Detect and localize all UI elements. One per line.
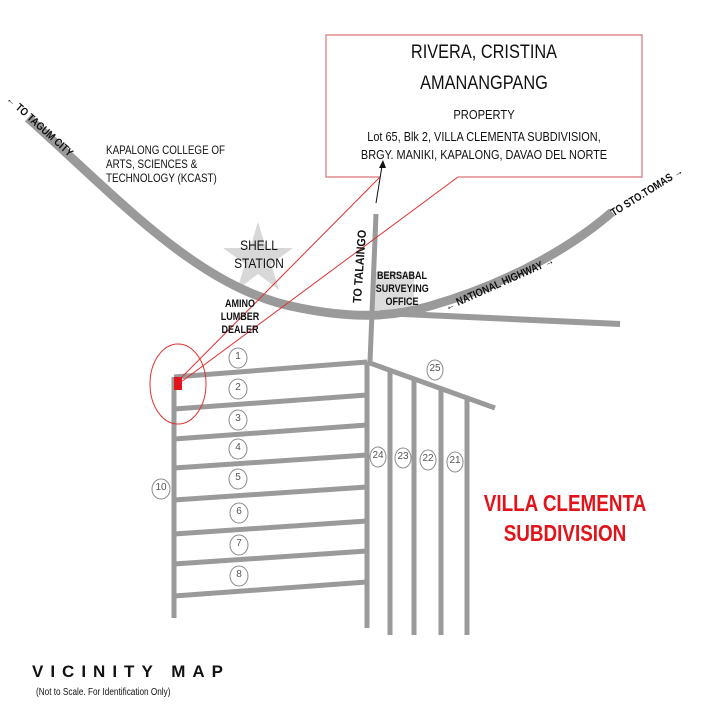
block-number: 4 xyxy=(235,442,241,453)
property-highlight-circle xyxy=(149,343,207,425)
block-number: 1 xyxy=(235,351,241,362)
block-number: 6 xyxy=(236,506,242,517)
kcast-label: KAPALONG COLLEGE OF ARTS, SCIENCES & TEC… xyxy=(106,143,226,185)
map-scale-note: (Not to Scale. For Identification Only) xyxy=(36,687,171,698)
bersabal-office-building xyxy=(372,272,414,310)
block-number: 2 xyxy=(235,382,241,393)
block-number: 24 xyxy=(372,450,384,461)
amino-lumber-label: AMINO LUMBER DEALER xyxy=(220,298,260,336)
owner-name-line2: AMANANGPANG xyxy=(420,73,548,94)
block-number: 7 xyxy=(236,538,242,549)
property-callout: RIVERA, CRISTINA AMANANGPANG PROPERTY Lo… xyxy=(326,35,642,177)
block-number: 23 xyxy=(397,451,409,462)
block-number: 21 xyxy=(449,455,461,466)
pointer-arrow xyxy=(375,165,383,204)
block-number: 25 xyxy=(429,363,441,374)
owner-name-line1: RIVERA, CRISTINA xyxy=(410,42,558,63)
shell-station-star-icon xyxy=(223,222,293,290)
callout-leader-line xyxy=(180,176,459,383)
callout-box-border xyxy=(325,34,643,178)
subdivision-name: VILLA CLEMENTA SUBDIVISION xyxy=(483,490,647,546)
property-lot-marker[interactable] xyxy=(174,377,182,390)
callout-leader-line xyxy=(179,176,381,380)
property-label: PROPERTY xyxy=(453,107,515,122)
branch-road xyxy=(379,310,621,327)
pointer-arrowhead-icon xyxy=(379,160,386,168)
shell-station-label: SHELL STATION xyxy=(234,237,284,271)
block-number: 3 xyxy=(235,413,241,424)
block-number: 8 xyxy=(236,569,242,580)
block-markers xyxy=(151,347,464,587)
block-number: 10 xyxy=(155,482,167,493)
subdivision-roads xyxy=(171,359,496,635)
property-address-line2: BRGY. MANIKI, KAPALONG, DAVAO DEL NORTE xyxy=(360,147,608,162)
bersabal-office-label: BERSABAL SURVEYING OFFICE xyxy=(375,270,429,308)
national-highway-road xyxy=(25,114,615,320)
map-title: VICINITY MAP xyxy=(32,662,230,681)
block-number: 5 xyxy=(235,472,241,483)
property-address-line1: Lot 65, Blk 2, VILLA CLEMENTA SUBDIVISIO… xyxy=(367,129,601,144)
block-number: 22 xyxy=(422,453,434,464)
